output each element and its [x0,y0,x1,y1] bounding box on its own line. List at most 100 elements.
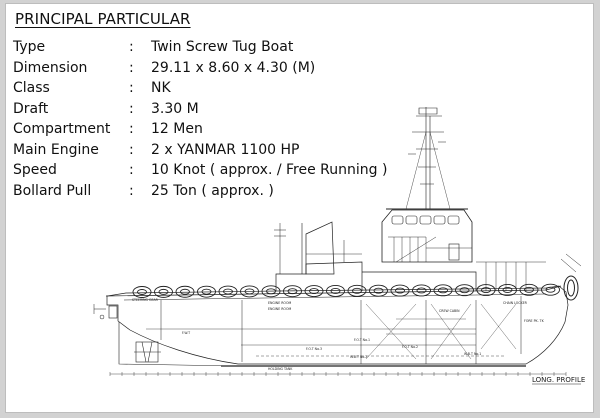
spec-separator: : [129,121,134,137]
spec-label: Dimension [13,59,88,76]
label-wb-tank-2: W.B.T No.2 [350,355,367,359]
spec-value: 12 Men [151,121,203,137]
tank-bracing [365,303,517,360]
deckhouse-door [448,243,460,261]
fender-tyre-inner [244,288,255,295]
fender-tyre [541,283,560,296]
spec-separator: : [129,162,134,178]
fender-tyre [476,284,496,297]
spec-separator: : [129,39,134,55]
tug-boat-profile-drawing: STEERING GEAR ENGINE ROOM ENGINE ROOM CR… [93,107,585,385]
bow-fender [563,275,579,301]
spec-label: Type [13,39,46,55]
section-heading: PRINCIPAL PARTICULAR [15,10,191,28]
spec-label: Class [13,80,50,96]
fender-tyre [326,284,345,297]
spec-value: 3.30 M [151,100,199,117]
fender-tyre [412,284,431,297]
spec-label: Main Engine [13,141,99,158]
fender-tyre [369,284,388,297]
fender-tyre [519,283,539,296]
label-fo-tank-3: F.O.T No.3 [306,347,322,351]
bulkheads [160,296,522,364]
fender-tyre [498,284,517,296]
stern-details [93,253,582,320]
spec-value: 10 Knot ( approx. / Free Running ) [151,162,388,178]
spec-label: Speed [13,162,57,178]
fender-tyre-inner [459,287,470,294]
fender-tyre-inner [502,287,513,293]
fender-tyre [455,284,474,297]
main-deck-line [105,285,562,297]
frame-ticks [109,372,567,376]
wheelhouse-windows [391,215,460,225]
fender-tyre [154,285,173,298]
fender-tyre-inner [180,288,190,295]
wheelhouse [381,209,473,263]
compartment-labels: STEERING GEAR ENGINE ROOM ENGINE ROOM CR… [132,298,545,371]
spec-separator: : [129,141,134,158]
house-deck [362,271,477,291]
label-fo-tank-1: F.O.T No.1 [354,338,370,342]
fender-tyre-inner [137,289,147,295]
mast [405,107,451,210]
label-wb-tank-1: W.B.T No.1 [464,352,481,356]
label-fw-tank: F.W.T [182,331,190,335]
fender-tyre [197,285,216,298]
spec-separator: : [129,182,134,199]
bulwark-line [123,293,547,301]
fender-tyre-inner [373,287,384,294]
fender-tyre [347,284,367,297]
aft-mast [274,223,345,274]
spec-value: 25 Ton ( approx. ) [151,182,274,199]
spec-separator: : [129,59,134,76]
exhaust-stack [305,221,335,275]
fender-tyre-inner [416,287,427,294]
fender-tyre [218,285,238,298]
spec-label: Compartment [13,121,111,137]
particulars-card: PRINCIPAL PARTICULAR Type: Twin Screw Tug… [5,3,594,413]
spec-label: Draft [13,100,49,117]
fender-tyre [240,285,259,298]
label-steering-gear: STEERING GEAR [132,298,159,302]
fender-tyre [261,285,281,298]
label-engine-room-2: ENGINE ROOM [268,307,291,311]
spec-value: NK [151,80,171,96]
spec-value: Twin Screw Tug Boat [151,39,294,55]
spec-separator: : [129,80,134,96]
spec-label: Bollard Pull [13,182,92,199]
fender-tyre-inner [309,288,319,294]
label-chain-locker: CHAIN LOCKER [503,301,528,305]
label-holding-tank: HOLDING TANK [268,367,293,371]
fender-row [132,283,560,298]
fender-tyre-inner [266,288,276,295]
fender-tyre [433,284,453,297]
fender-tyre-inner [158,288,169,295]
fender-tyre [175,285,195,298]
fender-tyre-inner [481,287,491,294]
propeller-rudder [108,305,161,363]
fender-tyre [390,284,410,297]
fender-tyre-inner [438,287,448,294]
fender-tyre-inner [395,287,405,294]
fender-tyre-inner [330,287,341,294]
fender-tyre-inner [287,288,298,295]
label-fore-peak: FORE PK. TK [524,319,545,323]
fender-tyre [283,285,302,298]
fender-tyre-inner [201,288,212,295]
profile-label: LONG. PROFILE [532,376,585,384]
fender-tyre-inner [223,288,233,295]
fender-tyre-inner [545,286,556,293]
fender-tyre [132,286,152,298]
spec-value: 2 x YANMAR 1100 HP [151,141,300,158]
label-fo-tank-2: F.O.T No.2 [402,345,418,349]
hull-outline [106,285,569,365]
fender-tyre-inner [352,287,362,294]
keel-skeg [118,322,239,367]
fender-tyre-inner [524,286,534,293]
label-engine-room-1: ENGINE ROOM [268,301,291,305]
railings [306,236,546,291]
label-crew-cabin: CREW CABIN [439,309,460,313]
spec-value: 29.11 x 8.60 x 4.30 (M) [151,59,316,76]
fender-tyre [304,285,324,297]
